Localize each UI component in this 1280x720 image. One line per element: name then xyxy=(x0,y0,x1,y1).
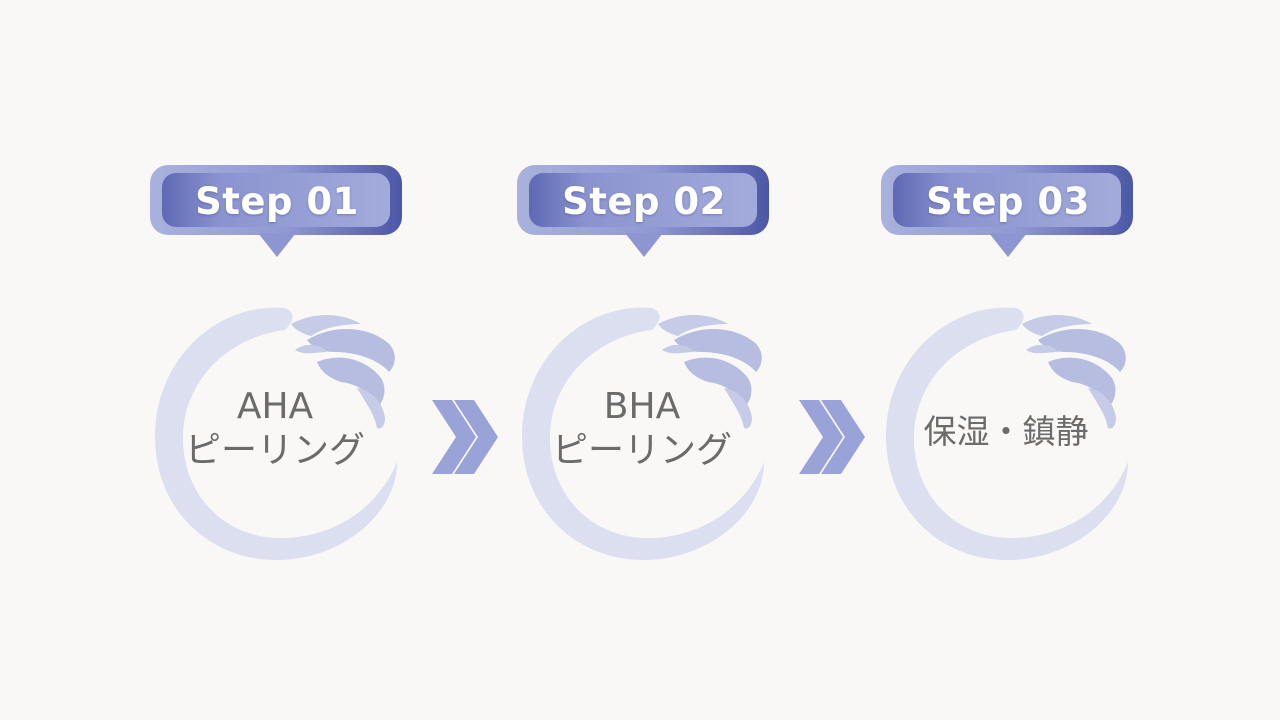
step-text: AHA ピーリング xyxy=(155,385,395,473)
step-badge: Step 02 xyxy=(515,163,769,259)
step-03: Step 03 保湿・鎮静 xyxy=(876,160,1136,570)
step-01: Step 01 AHA ピーリング xyxy=(145,160,405,570)
step-badge-label: Step 03 xyxy=(926,180,1090,223)
step-text-line-2: ピーリング xyxy=(184,430,365,471)
double-chevron-right-icon xyxy=(797,398,869,476)
double-chevron-right-icon xyxy=(430,398,502,476)
badge-shape xyxy=(517,165,769,257)
step-text-line-1: 保湿・鎮静 xyxy=(923,412,1089,451)
step-text: BHA ピーリング xyxy=(522,385,762,473)
step-text: 保湿・鎮静 xyxy=(886,410,1126,454)
step-text-line-1: AHA xyxy=(236,386,314,427)
step-badge: Step 01 xyxy=(148,163,402,259)
water-splash-ring xyxy=(876,290,1136,570)
badge-shape xyxy=(150,165,402,257)
step-02: Step 02 BHA ピーリング xyxy=(512,160,772,570)
step-text-line-1: BHA xyxy=(603,386,681,427)
water-splash-ring xyxy=(512,290,772,570)
step-badge-label: Step 02 xyxy=(562,180,726,223)
step-text-line-2: ピーリング xyxy=(551,430,732,471)
step-badge: Step 03 xyxy=(879,163,1133,259)
step-badge-label: Step 01 xyxy=(195,180,359,223)
water-splash-ring xyxy=(145,290,405,570)
badge-shape xyxy=(881,165,1133,257)
